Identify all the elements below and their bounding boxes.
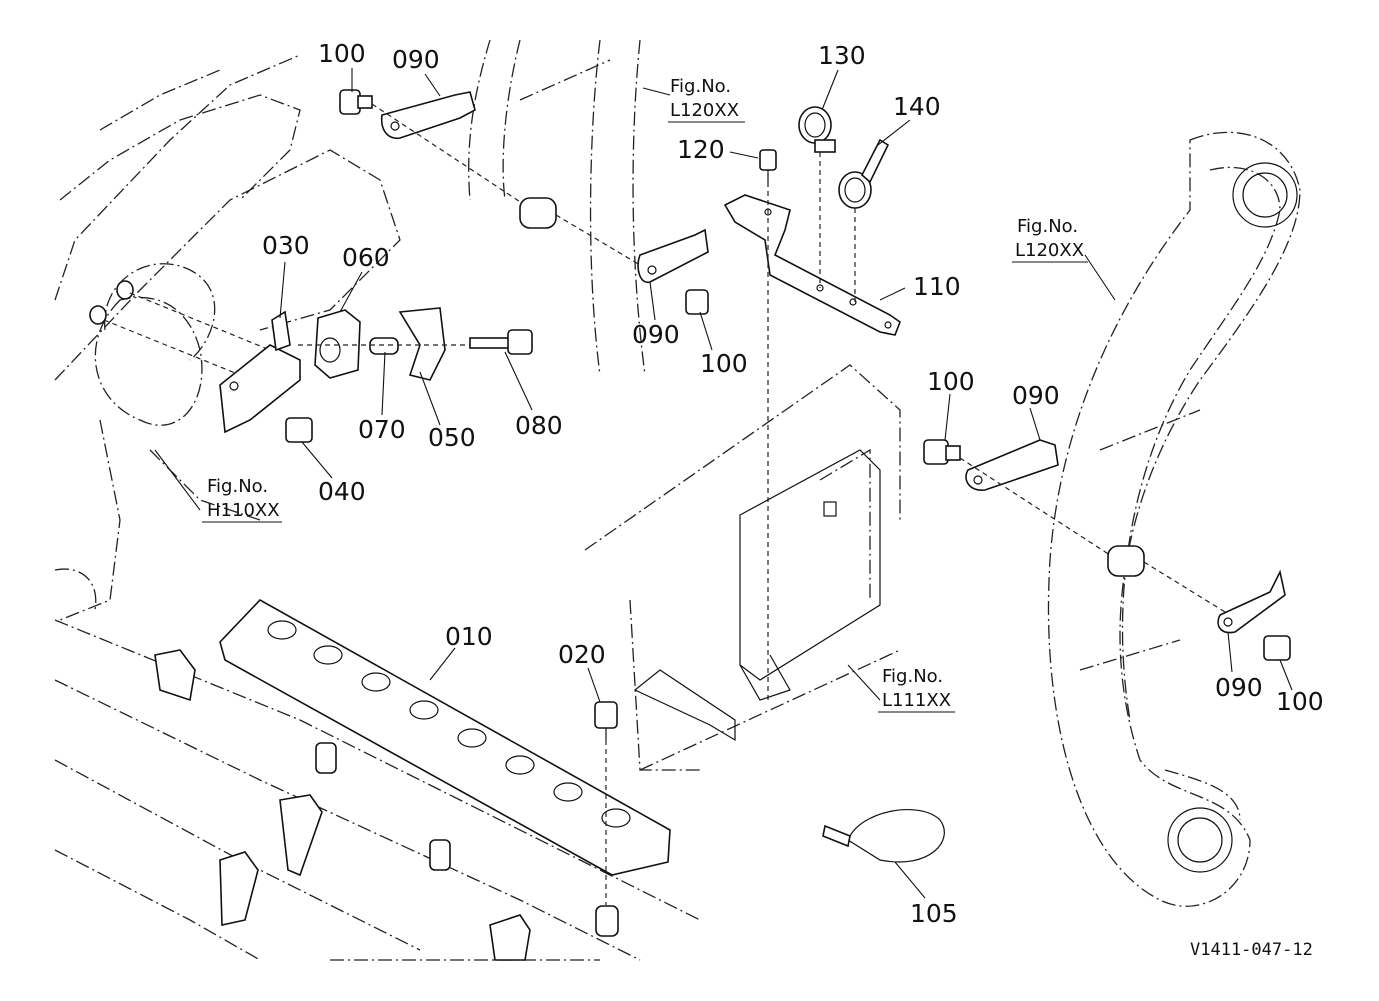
spacer-right — [1107, 545, 1145, 577]
part-070-spacer — [369, 337, 399, 355]
right-arm-outline — [1047, 131, 1301, 907]
axis-line-top — [371, 103, 541, 216]
part-090-bracket-right-top — [965, 439, 1059, 491]
fig-ref-label: Fig.No. — [670, 76, 731, 97]
axis-line-030b — [103, 319, 241, 376]
part-090-bracket-mid — [637, 228, 709, 284]
callout-100: 100 — [700, 349, 748, 378]
callout-100: 100 — [318, 39, 366, 68]
washers-left — [89, 280, 134, 325]
fig-ref-label: Fig.No. — [207, 476, 268, 497]
callout-105: 105 — [910, 899, 958, 928]
axis-line-top2 — [555, 214, 641, 266]
part-040-bolt — [285, 417, 313, 443]
part-050-clip — [398, 307, 446, 381]
callout-030: 030 — [262, 231, 310, 260]
part-110-bracket — [723, 194, 901, 336]
axis-line-right2 — [1143, 561, 1226, 613]
center-frame-outline — [468, 39, 901, 771]
fig-ref-l120-top: Fig.No. L120XX — [668, 76, 745, 123]
part-100-bolt-mid — [685, 289, 709, 315]
spacer-bottom — [595, 905, 619, 937]
callout-040: 040 — [318, 477, 366, 506]
drawing-code: V1411-047-12 — [1190, 940, 1313, 960]
callout-140: 140 — [893, 92, 941, 121]
part-105-cable-tie — [822, 809, 945, 863]
callout-070: 070 — [358, 415, 406, 444]
callout-080: 080 — [515, 411, 563, 440]
part-100-bolt-right-top — [923, 439, 961, 465]
lower-small-parts — [154, 649, 531, 961]
callout-020: 020 — [558, 640, 606, 669]
fig-ref-number: H110XX — [207, 500, 280, 521]
callout-060: 060 — [342, 243, 390, 272]
callout-090: 090 — [392, 45, 440, 74]
part-080-bolt — [469, 329, 533, 355]
spacer-top — [519, 197, 557, 229]
fig-ref-label: Fig.No. — [882, 666, 943, 687]
callout-090: 090 — [1215, 673, 1263, 702]
box-assembly — [633, 449, 881, 742]
callout-050: 050 — [428, 423, 476, 452]
fig-ref-number: L111XX — [882, 690, 951, 711]
part-010-plate — [219, 598, 671, 876]
part-090-bracket-top — [380, 91, 476, 140]
callout-110: 110 — [913, 272, 961, 301]
axis-line-030a — [129, 292, 271, 351]
part-100-bolt-right-bottom — [1263, 635, 1291, 661]
part-130-clamp — [798, 106, 836, 153]
leader-lines — [154, 68, 1293, 899]
callout-100: 100 — [927, 367, 975, 396]
left-frame-outline — [54, 54, 401, 621]
fig-ref-l111: Fig.No. L111XX — [878, 666, 955, 713]
part-100-bolt-top — [339, 89, 373, 115]
callout-labels: 100 090 130 140 120 030 060 110 090 100 … — [262, 39, 1324, 928]
callout-010: 010 — [445, 622, 493, 651]
callout-090: 090 — [632, 320, 680, 349]
part-140-clamp — [838, 138, 890, 209]
fig-ref-label: Fig.No. — [1017, 216, 1078, 237]
part-090-bracket-right-bottom — [1217, 569, 1286, 634]
axis-line-right — [959, 457, 1111, 556]
part-120-bolt — [759, 149, 777, 182]
fig-ref-number: L120XX — [670, 100, 739, 121]
callout-090: 090 — [1012, 381, 1060, 410]
fig-ref-l120-right: Fig.No. L120XX — [1012, 216, 1088, 263]
callout-100: 100 — [1276, 687, 1324, 716]
part-060-block — [314, 309, 361, 379]
callout-130: 130 — [818, 41, 866, 70]
fig-ref-h110: Fig.No. H110XX — [202, 476, 282, 523]
callout-120: 120 — [677, 135, 725, 164]
fig-ref-number: L120XX — [1015, 240, 1084, 261]
part-020-bolt — [594, 701, 618, 740]
